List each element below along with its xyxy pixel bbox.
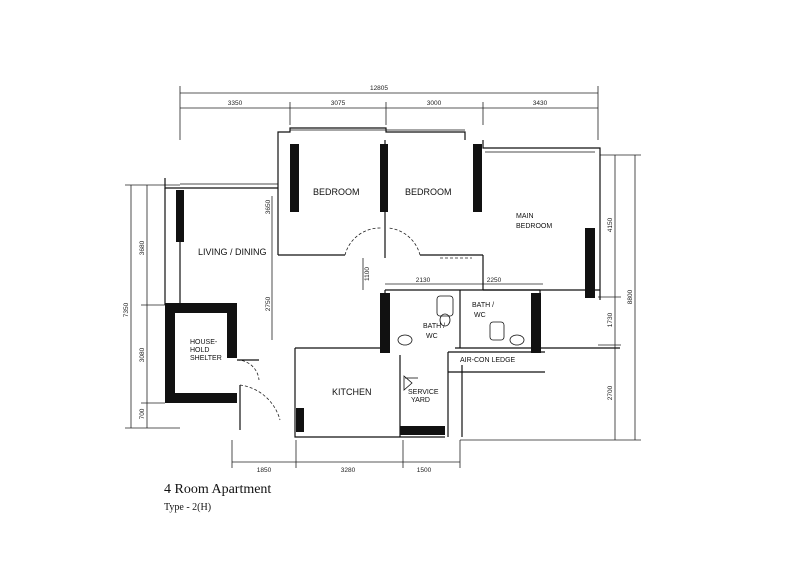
label-main-bedroom-2: BEDROOM (516, 223, 552, 230)
dim-right-2: 1730 (607, 312, 614, 327)
dim-top-1: 3350 (228, 100, 243, 107)
label-shelter-2: HOLD (190, 347, 209, 354)
room-labels: BEDROOM BEDROOM MAIN BEDROOM LIVING / DI… (190, 187, 552, 404)
dim-bath-width-2: 2250 (487, 277, 502, 284)
plan-title: 4 Room Apartment (164, 482, 272, 497)
label-service-yard-2: YARD (411, 397, 430, 404)
dim-left-1: 3680 (139, 240, 146, 255)
dim-corridor: 1100 (364, 267, 371, 281)
label-bedroom-1: BEDROOM (313, 187, 360, 197)
dim-right-1: 4150 (607, 217, 614, 232)
label-aircon-ledge: AIR-CON LEDGE (460, 357, 516, 364)
dim-left-3: 700 (139, 408, 146, 419)
label-bath-2-b: WC (474, 312, 486, 319)
dim-bottom-2: 3280 (341, 467, 356, 474)
label-bedroom-2: BEDROOM (405, 187, 452, 197)
label-service-yard-1: SERVICE (408, 389, 439, 396)
dim-top-3: 3000 (427, 100, 442, 107)
door-panels (237, 359, 259, 430)
dimension-text: 12805 3350 3075 3000 3430 1850 3280 1500… (123, 85, 634, 474)
label-bath-1-a: BATH / (423, 323, 445, 330)
dim-left-overall: 7350 (123, 302, 130, 317)
label-bath-2-a: BATH / (472, 302, 494, 309)
dimension-lines (125, 86, 641, 468)
sanitary-fixtures (397, 295, 525, 391)
dim-bath-width-1: 2130 (416, 277, 431, 284)
dim-top-2: 3075 (331, 100, 346, 107)
label-main-bedroom-1: MAIN (516, 213, 534, 220)
wall-outlines (164, 127, 620, 438)
dim-bedroom-depth: 3650 (265, 199, 272, 214)
door-swings (236, 227, 472, 421)
dim-top-4: 3430 (533, 100, 548, 107)
label-shelter-1: HOUSE- (190, 339, 218, 346)
dim-living-mid: 2750 (265, 296, 272, 311)
dim-overall-width: 12805 (370, 85, 388, 92)
dim-left-2: 3080 (139, 347, 146, 362)
solid-walls (165, 144, 595, 435)
dim-right-overall: 8800 (627, 289, 634, 304)
dim-right-3: 2700 (607, 385, 614, 400)
dim-bottom-1: 1850 (257, 467, 272, 474)
label-shelter-3: SHELTER (190, 355, 222, 362)
label-bath-1-b: WC (426, 333, 438, 340)
plan-type: Type - 2(H) (164, 502, 212, 513)
window-bands (180, 129, 595, 185)
label-living-dining: LIVING / DINING (198, 247, 267, 257)
dim-bottom-3: 1500 (417, 467, 432, 474)
label-kitchen: KITCHEN (332, 387, 372, 397)
